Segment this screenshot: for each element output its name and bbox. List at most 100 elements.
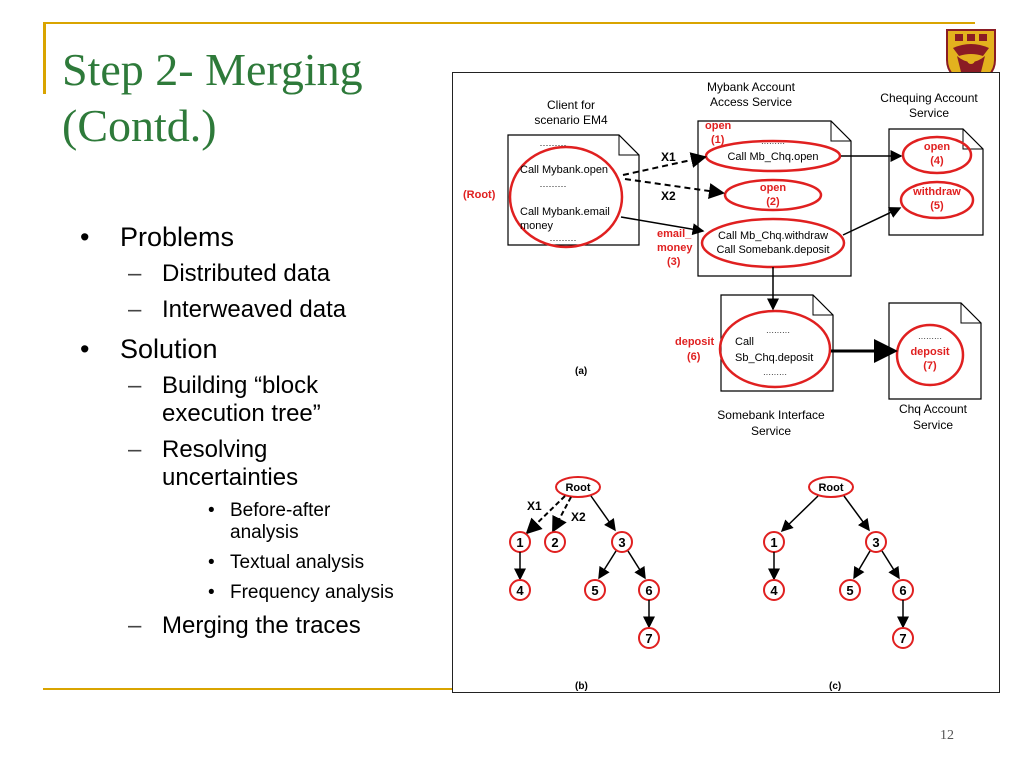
client-call-email-2: money (520, 220, 554, 232)
tree-b-node-3 (611, 531, 633, 553)
svg-text:4: 4 (770, 583, 778, 598)
client-root-ellipse (508, 145, 624, 249)
client-call-email-1: Call Mybank.email (520, 206, 610, 218)
mybank-document (697, 120, 852, 277)
chq-label-2: Service (909, 106, 949, 120)
svg-text:·········: ········· (761, 139, 785, 148)
tree-b-node-5 (584, 579, 606, 601)
svg-text:Root: Root (565, 482, 590, 494)
deposit7-label: deposit (910, 346, 949, 358)
deposit6-ellipse (718, 309, 832, 389)
svg-text:3: 3 (872, 535, 879, 550)
tree-c-node-7 (892, 627, 914, 649)
deposit6-label: deposit (675, 336, 714, 348)
subsubbullet-textual: •Textual analysis (208, 552, 365, 573)
bullet-solution: •Solution (80, 334, 218, 364)
svg-text:5: 5 (846, 583, 853, 598)
svg-text:4: 4 (516, 583, 524, 598)
x2-label: X2 (661, 189, 676, 203)
root-label: (Root) (463, 189, 496, 201)
tree-c-node-3 (865, 531, 887, 553)
university-crest-logo (946, 29, 996, 86)
withdraw-num: (5) (930, 200, 944, 212)
svg-text:·········: ········· (540, 140, 567, 150)
svg-text:7: 7 (899, 631, 906, 646)
merging-diagram-figure: Client for scenario EM4 ········· Call M… (452, 72, 1000, 693)
open2-label: open (760, 182, 787, 194)
panel-b-label: (b) (575, 681, 588, 692)
mybank-label-2: Access Service (710, 95, 792, 109)
svg-text:·········: ········· (763, 370, 787, 379)
somebank-label-1: Somebank Interface (717, 408, 825, 422)
subbullet-distributed-data: –Distributed data (128, 260, 331, 287)
sb-call-2: Sb_Chq.deposit (735, 352, 813, 364)
accent-vertical-bar (43, 22, 46, 94)
chq-label-1: Chequing Account (880, 91, 978, 105)
email-label-2: money (657, 242, 693, 254)
tree-b-node-2 (544, 531, 566, 553)
open2-ellipse (723, 178, 823, 212)
panel-a-label: (a) (575, 366, 587, 377)
chq2-document (888, 302, 982, 400)
accent-top-rule (43, 22, 975, 24)
chq2-label-2: Service (913, 418, 953, 432)
withdraw-ellipse (899, 180, 975, 220)
open1-num: (1) (711, 134, 725, 146)
deposit6-num: (6) (687, 351, 701, 363)
svg-text:7: 7 (645, 631, 652, 646)
open4-label: open (924, 141, 951, 153)
withdraw-label: withdraw (912, 186, 961, 198)
client-label-2: scenario EM4 (534, 113, 608, 127)
bullet-list: •Problems –Distributed data –Interweaved… (80, 220, 450, 648)
tree-b-node-4 (509, 579, 531, 601)
open4-num: (4) (930, 155, 944, 167)
tree-c-root (808, 476, 854, 498)
svg-text:1: 1 (770, 535, 777, 550)
merging-diagram: Client for scenario EM4 ········· Call M… (463, 80, 984, 692)
svg-text:5: 5 (591, 583, 598, 598)
client-label-1: Client for (547, 98, 595, 112)
svg-text:X2: X2 (571, 510, 586, 524)
open4-ellipse (901, 135, 973, 175)
panel-c-label: (c) (829, 681, 841, 692)
page-number: 12 (940, 728, 954, 743)
open1-label: open (705, 120, 732, 132)
title-line-1: Step 2- Merging (62, 44, 363, 95)
tree-c-node-5 (839, 579, 861, 601)
x1-label: X1 (661, 150, 676, 164)
mybank-label-1: Mybank Account (707, 80, 796, 94)
title-line-2: (Contd.) (62, 100, 217, 151)
tree-b-node-7 (638, 627, 660, 649)
slide-title: Step 2- Merging (Contd.) (62, 42, 442, 154)
subbullet-interweaved-data: –Interweaved data (128, 296, 347, 323)
mb-call-open: Call Mb_Chq.open (727, 151, 818, 163)
svg-text:3: 3 (618, 535, 625, 550)
somebank-label-2: Service (751, 424, 791, 438)
svg-text:·········: ········· (766, 328, 790, 337)
chq2-label-1: Chq Account (899, 402, 968, 416)
subsubbullet-frequency: •Frequency analysis (208, 582, 394, 603)
subbullet-merging-traces: –Merging the traces (128, 612, 361, 639)
tree-b: Root X1 X2 1 2 3 4 5 6 7 (509, 476, 660, 649)
svg-text:6: 6 (645, 583, 652, 598)
somebank-document (720, 294, 834, 392)
sb-call-1: Call (735, 336, 754, 348)
mb-call-deposit: Call Somebank.deposit (716, 244, 829, 256)
bullet-problems: •Problems (80, 222, 235, 252)
svg-text:2: 2 (551, 535, 558, 550)
svg-text:6: 6 (899, 583, 906, 598)
svg-text:·········: ········· (540, 181, 567, 191)
arrow-x2 (624, 178, 725, 199)
arrow-withdraw (842, 207, 902, 236)
arrow-email (620, 216, 705, 236)
svg-text:Root: Root (818, 482, 843, 494)
open2-num: (2) (766, 196, 780, 208)
email-num: (3) (667, 256, 681, 268)
mb-call-withdraw: Call Mb_Chq.withdraw (718, 230, 828, 242)
tree-b-root (555, 476, 601, 498)
svg-text:1: 1 (516, 535, 523, 550)
tree-c-node-4 (763, 579, 785, 601)
